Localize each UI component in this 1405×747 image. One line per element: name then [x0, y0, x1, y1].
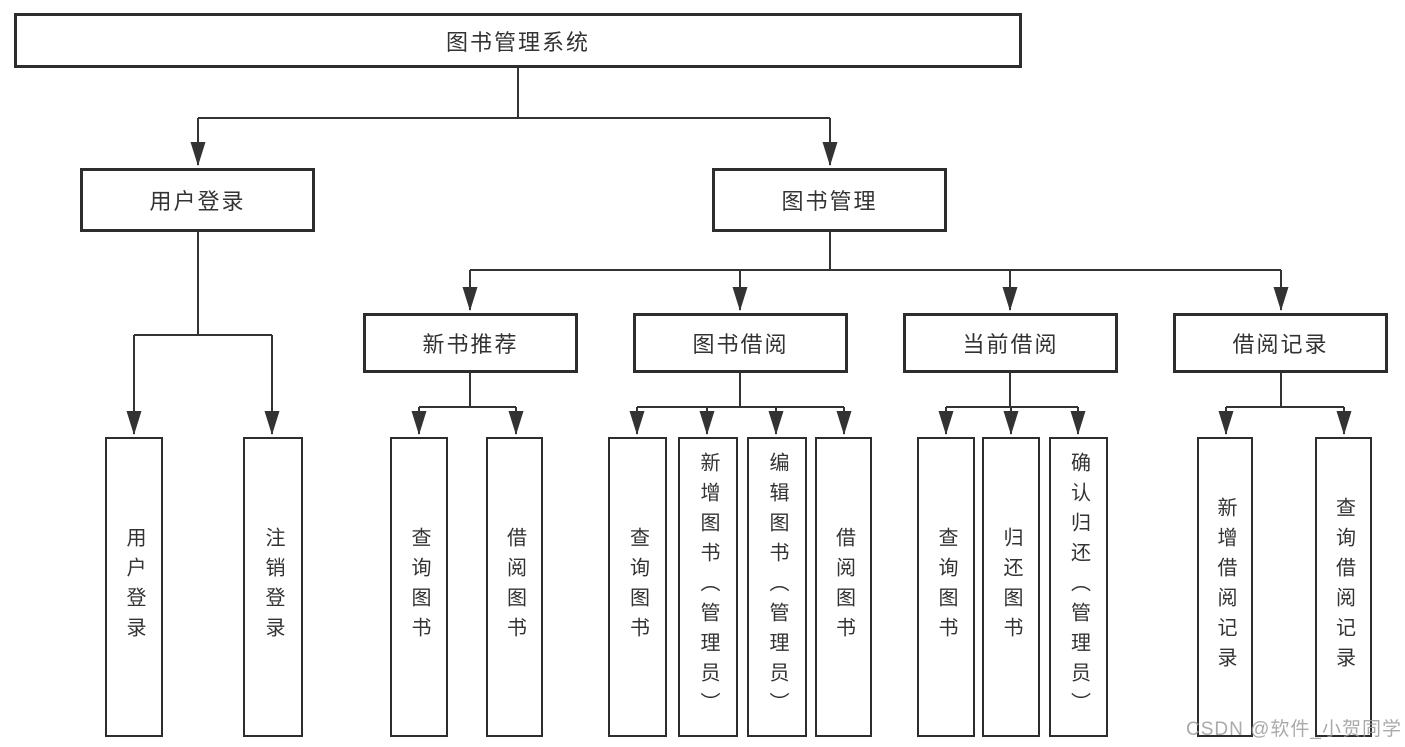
node-label: 图书管理	[781, 189, 878, 214]
leaf-query-borrow-record: 查询借阅记录	[1315, 437, 1372, 737]
node-new-book-recommendation: 新书推荐	[363, 313, 578, 373]
leaf-borrow-books-recommend: 借阅图书	[486, 437, 543, 737]
leaf-query-books-current: 查询图书	[917, 437, 975, 737]
node-label: 借阅记录	[1232, 332, 1329, 357]
leaf-add-books-admin: 新增图书（管理员）	[678, 437, 738, 737]
leaf-label: 确认归还（管理员）	[1067, 452, 1090, 722]
leaf-label: 编辑图书（管理员）	[766, 452, 788, 722]
node-user-login: 用户登录	[80, 168, 315, 232]
node-borrowing-records: 借阅记录	[1173, 313, 1388, 373]
leaf-confirm-return-admin: 确认归还（管理员）	[1049, 437, 1108, 737]
leaf-label: 新增图书（管理员）	[697, 452, 719, 722]
leaf-return-books: 归还图书	[982, 437, 1040, 737]
leaf-label: 新增借阅记录	[1214, 497, 1236, 677]
leaf-label: 借阅图书	[503, 527, 526, 647]
leaf-label: 用户登录	[123, 527, 145, 647]
leaf-logout: 注销登录	[243, 437, 303, 737]
leaf-label: 归还图书	[1000, 527, 1022, 647]
node-label: 当前借阅	[962, 332, 1059, 357]
leaf-add-borrow-record: 新增借阅记录	[1197, 437, 1253, 737]
leaf-label: 借阅图书	[832, 527, 855, 647]
node-book-management: 图书管理	[712, 168, 947, 232]
leaf-label: 查询图书	[935, 527, 957, 647]
leaf-label: 查询图书	[408, 527, 430, 647]
leaf-edit-books-admin: 编辑图书（管理员）	[747, 437, 807, 737]
node-label: 新书推荐	[422, 332, 519, 357]
leaf-query-books-borrow: 查询图书	[608, 437, 667, 737]
node-label: 图书管理系统	[445, 29, 590, 55]
leaf-label: 注销登录	[262, 527, 284, 647]
leaf-query-books-recommend: 查询图书	[390, 437, 448, 737]
leaf-label: 查询图书	[626, 527, 649, 647]
node-label: 图书借阅	[692, 332, 789, 357]
leaf-borrow-books: 借阅图书	[815, 437, 872, 737]
leaf-label: 查询借阅记录	[1332, 497, 1355, 677]
node-current-borrowing: 当前借阅	[903, 313, 1118, 373]
node-label: 用户登录	[149, 189, 246, 214]
csdn-watermark: CSDN @软件_小贺同学	[1186, 719, 1402, 740]
leaf-user-login: 用户登录	[105, 437, 163, 737]
node-library-management-system: 图书管理系统	[14, 13, 1022, 68]
node-book-borrowing: 图书借阅	[633, 313, 848, 373]
arrow-shafts	[126, 118, 1352, 435]
